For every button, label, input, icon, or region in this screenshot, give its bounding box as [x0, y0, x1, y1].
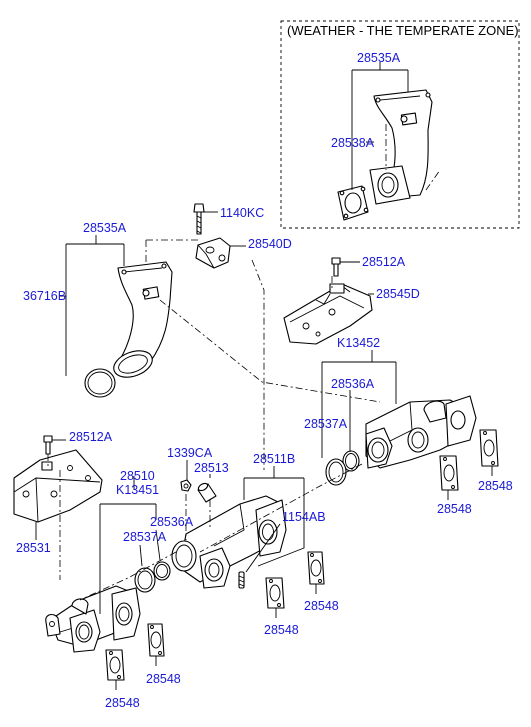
label-K13451: K13451	[116, 483, 159, 497]
label-28538A: 28538A	[331, 136, 375, 150]
exhaust-elbow-pipe	[113, 261, 173, 378]
assembly-centerlines	[47, 124, 441, 601]
flange-gasket-mid-1	[265, 577, 285, 609]
label-28512A-left: 28512A	[69, 430, 113, 444]
label-1154AB: 1154AB	[282, 510, 326, 524]
heat-shield-28545D	[283, 283, 373, 345]
manifold-seal-ring-right	[342, 450, 360, 472]
label-28513: 28513	[194, 461, 229, 475]
nut-1339CA	[180, 479, 192, 492]
exhaust-manifold-left	[45, 585, 141, 653]
temperate-zone-note: (WEATHER - THE TEMPERATE ZONE)	[287, 23, 519, 38]
manifold-gasket-ring-right	[325, 458, 347, 486]
label-28548-r1: 28548	[437, 502, 472, 516]
label-28548-b1: 28548	[105, 696, 140, 710]
label-28535A: 28535A	[83, 221, 127, 235]
exhaust-manifold-center	[171, 495, 287, 589]
label-28548-r2: 28548	[478, 479, 513, 493]
stud-1154AB	[238, 571, 245, 589]
pipe-seal-ring	[84, 368, 116, 398]
label-28548-m1: 28548	[264, 623, 299, 637]
exhaust-manifold-right	[365, 395, 477, 469]
bolt-1140KC	[193, 203, 205, 235]
label-28540D: 28540D	[248, 237, 292, 251]
label-28537A-left: 28537A	[123, 530, 167, 544]
bracket-28540D	[195, 237, 231, 269]
label-28548-b2: 28548	[146, 672, 181, 686]
label-28548-m2: 28548	[304, 599, 339, 613]
label-1140KC: 1140KC	[220, 206, 264, 220]
spacer-28513	[197, 482, 217, 503]
label-28536A-right: 28536A	[331, 377, 375, 391]
bolt-28512A-left	[43, 435, 53, 455]
label-36716B: 36716B	[23, 289, 66, 303]
flange-gasket-bottom-1	[105, 649, 125, 681]
manifold-gasket-ring-left	[134, 567, 156, 593]
flange-gasket-right-2	[479, 429, 499, 467]
zone-exhaust-elbow-pipe	[369, 89, 433, 205]
label-28510: 28510	[120, 469, 155, 483]
label-28511B: 28511B	[253, 452, 295, 466]
label-K13452: K13452	[337, 336, 380, 350]
bolt-28512A-right	[331, 257, 341, 277]
label-28512A-right: 28512A	[362, 255, 406, 269]
label-28545D: 28545D	[376, 287, 420, 301]
label-28535A-zone: 28535A	[357, 51, 401, 65]
flange-gasket-right-1	[439, 455, 459, 491]
temperate-zone-box	[280, 20, 520, 229]
label-28536A-left: 28536A	[150, 515, 194, 529]
flange-gasket-mid-2	[307, 551, 325, 585]
label-1339CA: 1339CA	[167, 446, 213, 460]
manifold-seal-ring-left	[153, 561, 171, 581]
zone-flange-gasket	[337, 185, 369, 221]
heat-shield-28531	[13, 449, 103, 523]
label-28531: 28531	[16, 541, 51, 555]
flange-gasket-bottom-2	[147, 623, 165, 657]
label-28537A-right: 28537A	[304, 417, 348, 431]
